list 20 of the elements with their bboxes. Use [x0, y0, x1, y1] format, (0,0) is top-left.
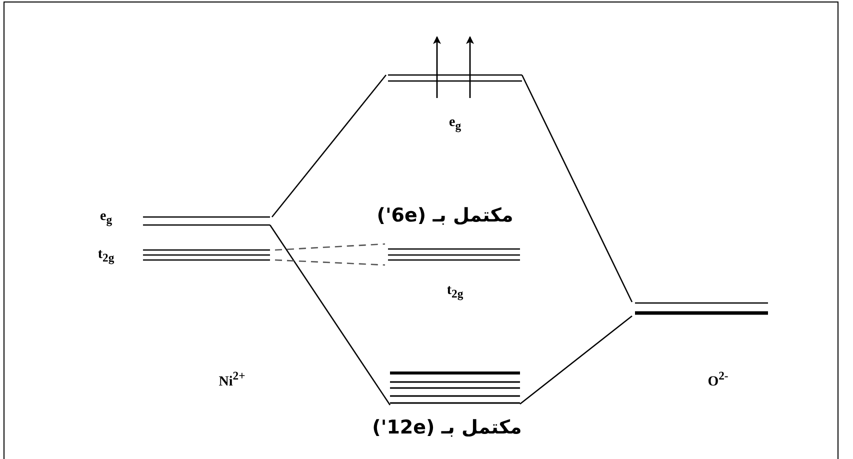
level-label: t$_{2g}$: [446, 284, 464, 300]
connector-line: [520, 315, 632, 405]
energy-level: [390, 371, 520, 405]
energy-level: [143, 215, 270, 227]
energy-level: [388, 247, 520, 262]
ion-label: Ni$^{2+}$: [218, 370, 246, 390]
level-note: مكتمل بـ (12e'): [372, 418, 522, 438]
level-label: e$_{g}$: [448, 116, 462, 132]
level-note: مكتمل بـ (6e'): [376, 206, 514, 226]
connector-line: [274, 259, 386, 266]
connector-line: [272, 74, 386, 218]
connector-line: [521, 74, 633, 302]
energy-level: [635, 301, 768, 315]
energy-level: [143, 248, 270, 262]
level-label: t$_{2g}$: [98, 248, 114, 264]
connector-line: [274, 243, 386, 251]
level-label: e$_{g}$: [100, 210, 112, 226]
connector-line: [269, 224, 391, 406]
ion-label: O$^{2-}$: [708, 370, 728, 390]
energy-level: [388, 73, 522, 83]
